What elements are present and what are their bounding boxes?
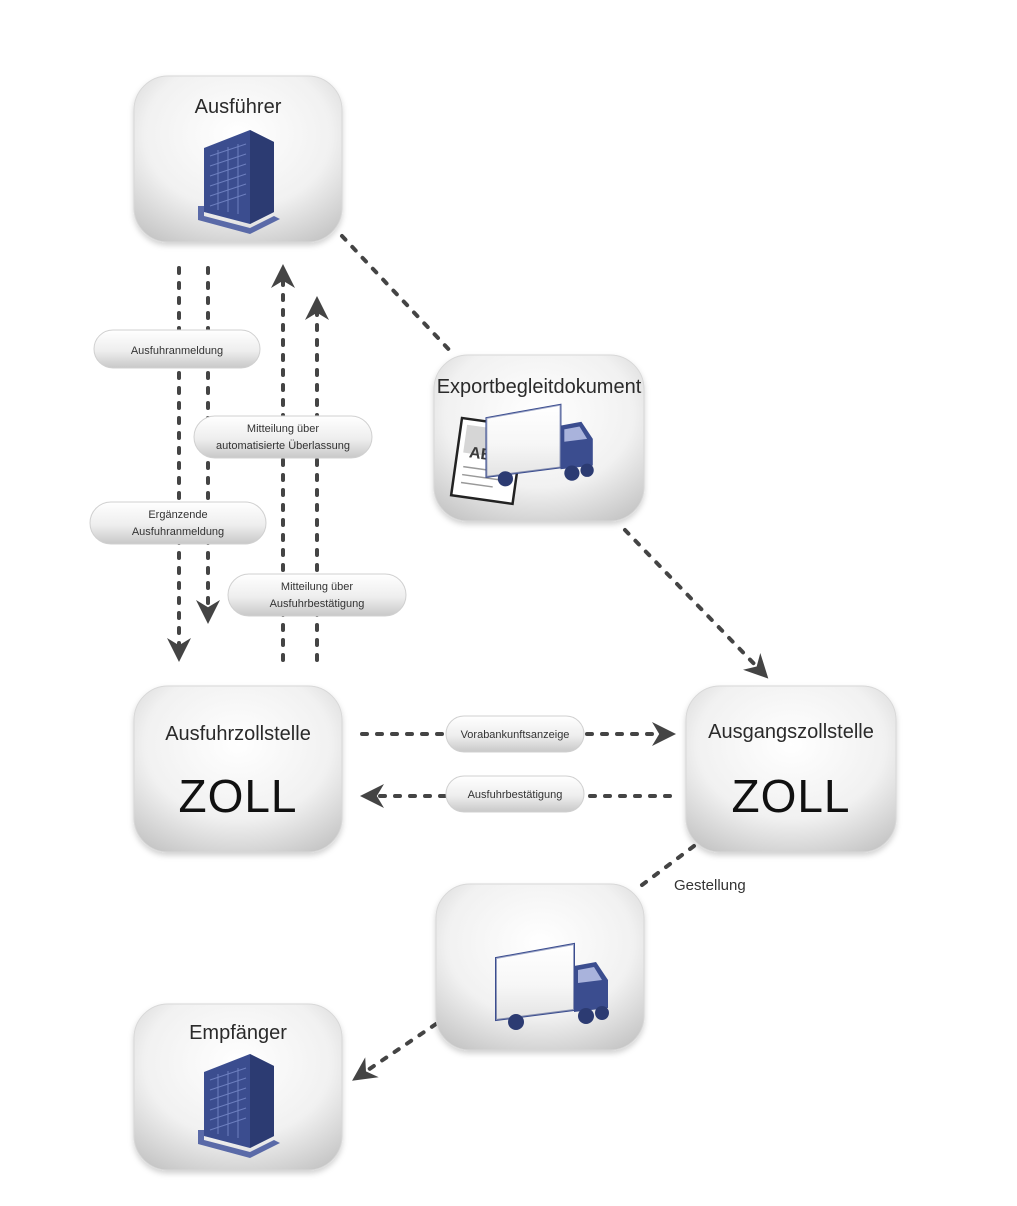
pill-supplementary-declaration: Ergänzende Ausfuhranmeldung bbox=[89, 501, 267, 545]
arrow-document-to-exit-customs bbox=[623, 528, 769, 679]
pill-text-line-2: automatisierte Überlassung bbox=[216, 440, 350, 452]
pill-text: Ausfuhrbestätigung bbox=[468, 789, 563, 801]
pill-text-line-1: Ergänzende bbox=[148, 509, 207, 521]
pill-export-confirmation: Ausfuhrbestätigung bbox=[445, 775, 585, 813]
pill-text-line-1: Mitteilung über bbox=[281, 581, 353, 593]
pill-export-declaration: Ausfuhranmeldung bbox=[93, 329, 261, 369]
pill-confirmation-notice: Mitteilung über Ausfuhrbestätigung bbox=[227, 573, 407, 617]
exporter-label: Ausführer bbox=[195, 96, 282, 118]
pill-text: Vorabankunftsanzeige bbox=[461, 729, 570, 741]
arrow-truck-to-receiver bbox=[352, 1022, 438, 1081]
pill-text-line-2: Ausfuhrbestätigung bbox=[270, 598, 365, 610]
export-customs-zoll: ZOLL bbox=[178, 770, 297, 822]
exit-customs-zoll: ZOLL bbox=[731, 770, 850, 822]
exit-customs-label: Ausgangszollstelle bbox=[708, 721, 874, 743]
pill-text-line-1: Mitteilung über bbox=[247, 423, 319, 435]
pill-text: Ausfuhranmeldung bbox=[131, 345, 223, 357]
pill-release-notice: Mitteilung über automatisierte Überlassu… bbox=[193, 415, 373, 459]
export-customs-label: Ausfuhrzollstelle bbox=[165, 723, 311, 745]
line-presentation bbox=[636, 844, 696, 890]
node-exit-customs bbox=[685, 685, 897, 853]
node-export-customs bbox=[133, 685, 343, 853]
line-exporter-to-document bbox=[340, 234, 457, 358]
presentation-label: Gestellung bbox=[674, 877, 746, 894]
receiver-label: Empfänger bbox=[189, 1022, 287, 1044]
export-document-label: Exportbegleitdokument bbox=[437, 376, 642, 398]
pill-text-line-2: Ausfuhranmeldung bbox=[132, 526, 224, 538]
pill-advance-notice: Vorabankunftsanzeige bbox=[445, 715, 585, 753]
